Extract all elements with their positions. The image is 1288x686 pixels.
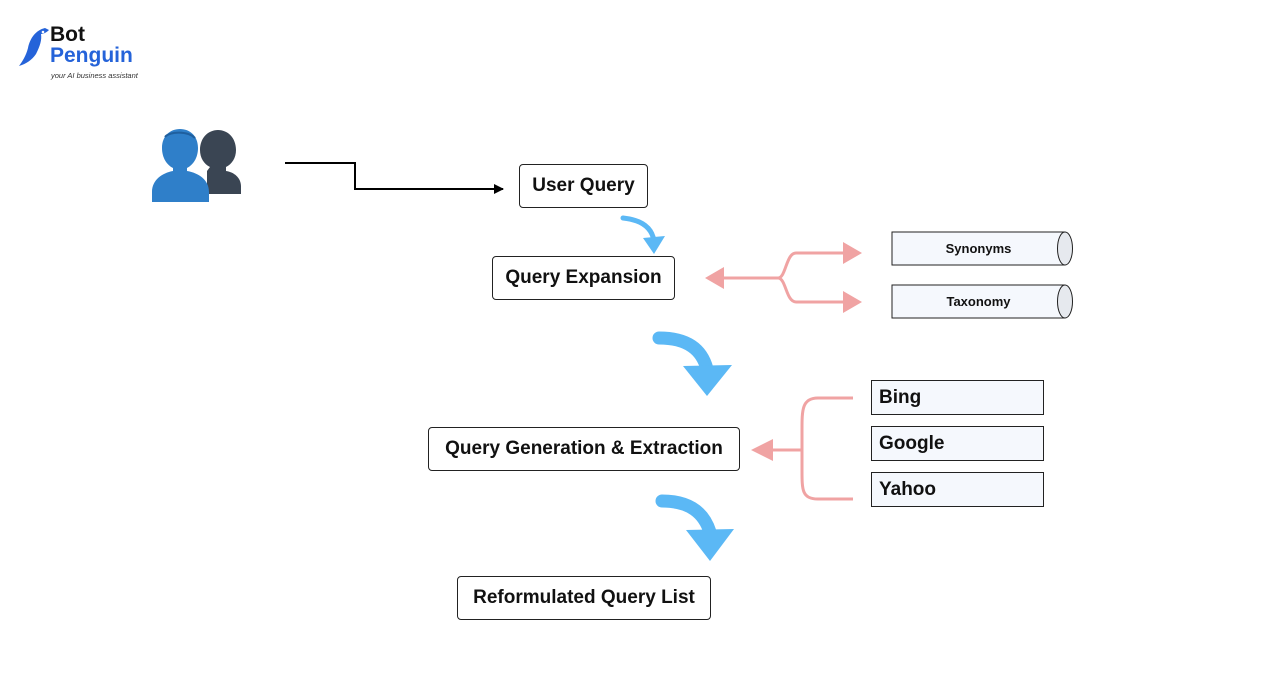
reformulated-query-list-node: Reformulated Query List [457, 576, 711, 620]
flow-arrow-3 [655, 494, 734, 561]
synonyms-cylinder [891, 231, 1073, 266]
flow-arrow-2 [652, 331, 732, 396]
engines-branch-head [751, 439, 773, 461]
query-expansion-node: Query Expansion [492, 256, 675, 300]
users-icon [152, 129, 241, 202]
engine-bing: Bing [871, 380, 1044, 415]
brand-name-line2: Penguin [50, 44, 133, 67]
engine-yahoo: Yahoo [871, 472, 1044, 507]
synonyms-label: Synonyms [945, 241, 1012, 256]
users-to-query-connector [285, 162, 504, 194]
query-generation-node: Query Generation & Extraction [428, 427, 740, 471]
expansion-branch-heads [705, 242, 862, 313]
brand-logo: Bot Penguin your AI business assistant [18, 24, 148, 84]
engine-google: Google [871, 426, 1044, 461]
flow-arrow-1 [620, 215, 665, 254]
engines-branch-connector [770, 396, 853, 501]
expansion-branch-connector [722, 251, 845, 304]
brand-tagline: your AI business assistant [51, 71, 138, 80]
taxonomy-cylinder [891, 284, 1073, 319]
penguin-logo-icon [19, 28, 49, 66]
taxonomy-label: Taxonomy [946, 294, 1011, 309]
user-query-node: User Query [519, 164, 648, 208]
brand-name-line1: Bot [50, 23, 85, 46]
